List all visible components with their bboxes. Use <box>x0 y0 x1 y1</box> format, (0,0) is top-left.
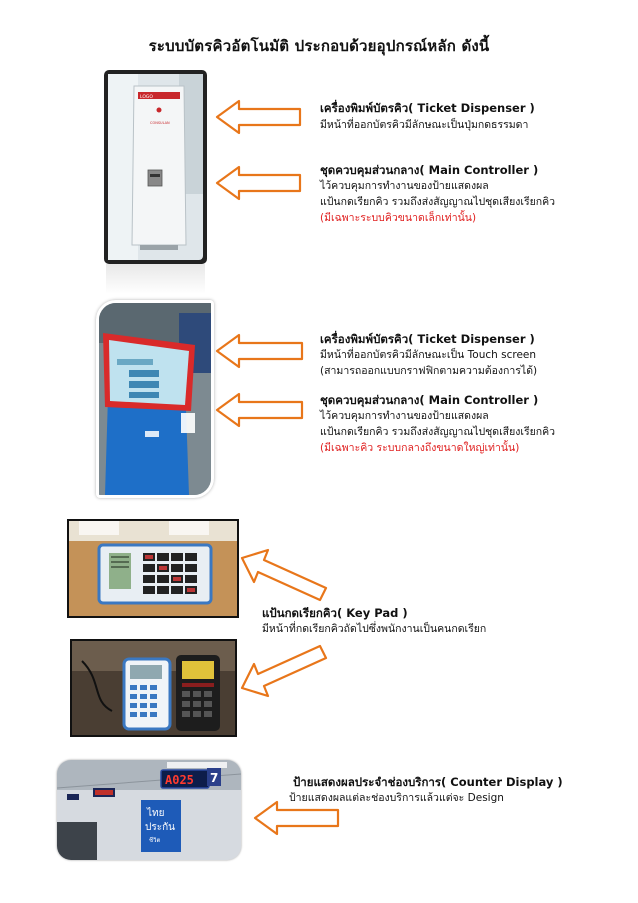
touchscreen-kiosk-photo <box>96 300 214 498</box>
left-arrow-icon <box>215 392 304 428</box>
display-digit-text: 7 <box>210 771 218 785</box>
left-arrow-icon <box>215 99 302 135</box>
ticket-dispenser-heading: เครื่องพิมพ์บัตรคิว( Ticket Dispenser ) <box>320 101 535 115</box>
page-title: ระบบบัตรคิวอัตโนมัติ ประกอบด้วยอุปกรณ์หล… <box>148 37 490 55</box>
large-controller-desc-2: แป้นกดเรียกคิว รวมถึงส่งสัญญาณไปชุดเสียง… <box>320 426 556 438</box>
keypad-photo-bottom <box>70 639 237 737</box>
logo-text-small: ชีวิต <box>149 836 160 844</box>
left-arrow-icon <box>253 800 340 836</box>
kiosk-consulan-text: CONSULAN <box>150 121 170 125</box>
main-controller-desc-2: แป้นกดเรียกคิว รวมถึงส่งสัญญาณไปชุดเสียง… <box>320 196 556 208</box>
kiosk-reflection <box>106 264 205 294</box>
counter-display-heading: ป้ายแสดงผลประจำช่องบริการ( Counter Displ… <box>293 775 563 789</box>
display-number-text: A025 <box>165 773 194 787</box>
diagonal-arrow-down-icon <box>240 644 328 698</box>
main-controller-desc-1: ไว้ควบคุมการทำงานของป้ายแสดงผล <box>320 180 489 192</box>
kiosk-logo-text: LOGO <box>140 94 153 100</box>
left-arrow-icon <box>215 165 302 201</box>
large-controller-heading: ชุดควบคุมส่วนกลาง( Main Controller ) <box>320 393 539 407</box>
keypad-photo-top <box>67 519 239 618</box>
diagonal-arrow-up-icon <box>240 548 328 602</box>
counter-display-desc: ป้ายแสดงผลแต่ละช่องบริการแล้วแต่จะ Desig… <box>289 792 504 804</box>
left-arrow-icon <box>215 333 304 369</box>
touch-ticket-dispenser-desc-1: มีหน้าที่ออกบัตรคิวมีลักษณะเป็น Touch sc… <box>320 349 537 361</box>
main-controller-note: (มีเฉพาะระบบคิวขนาดเล็กเท่านั้น) <box>320 212 477 224</box>
touch-ticket-dispenser-desc-2: (สามารถออกแบบกราฟฟิกตามความต้องการได้) <box>320 365 538 377</box>
counter-display-photo: A025 7 ไทย ประกัน ชีวิต <box>57 760 241 860</box>
keypad-heading: แป้นกดเรียกคิว( Key Pad ) <box>262 606 408 620</box>
logo-text-mid: ประกัน <box>145 822 175 833</box>
main-controller-heading: ชุดควบคุมส่วนกลาง( Main Controller ) <box>320 163 539 177</box>
large-controller-note: (มีเฉพาะคิว ระบบกลางถึงขนาดใหญ่เท่านั้น) <box>320 442 520 454</box>
logo-text-top: ไทย <box>146 807 164 819</box>
touch-ticket-dispenser-heading: เครื่องพิมพ์บัตรคิว( Ticket Dispenser ) <box>320 332 535 346</box>
ticket-dispenser-desc: มีหน้าที่ออกบัตรคิวมีลักษณะเป็นปุ่มกดธรร… <box>320 119 529 131</box>
keypad-desc: มีหน้าที่กดเรียกคิวถัดไปซึ่งพนักงานเป็นค… <box>262 623 487 635</box>
large-controller-desc-1: ไว้ควบคุมการทำงานของป้ายแสดงผล <box>320 410 489 422</box>
basic-kiosk-photo: LOGO CONSULAN <box>104 70 207 264</box>
